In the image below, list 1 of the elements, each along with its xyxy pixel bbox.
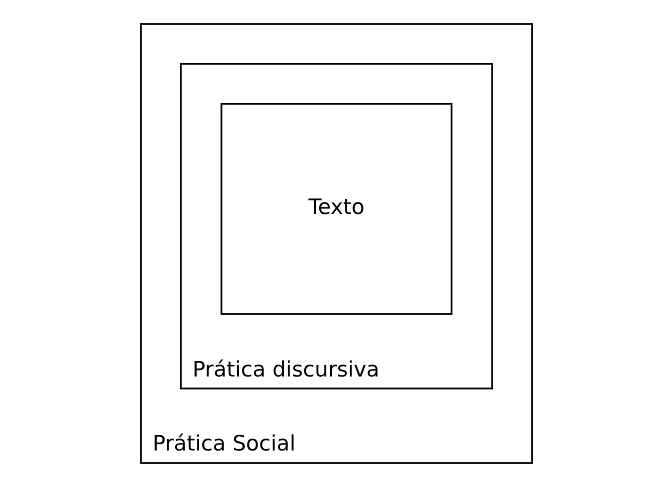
node-box: Texto <box>220 102 452 315</box>
